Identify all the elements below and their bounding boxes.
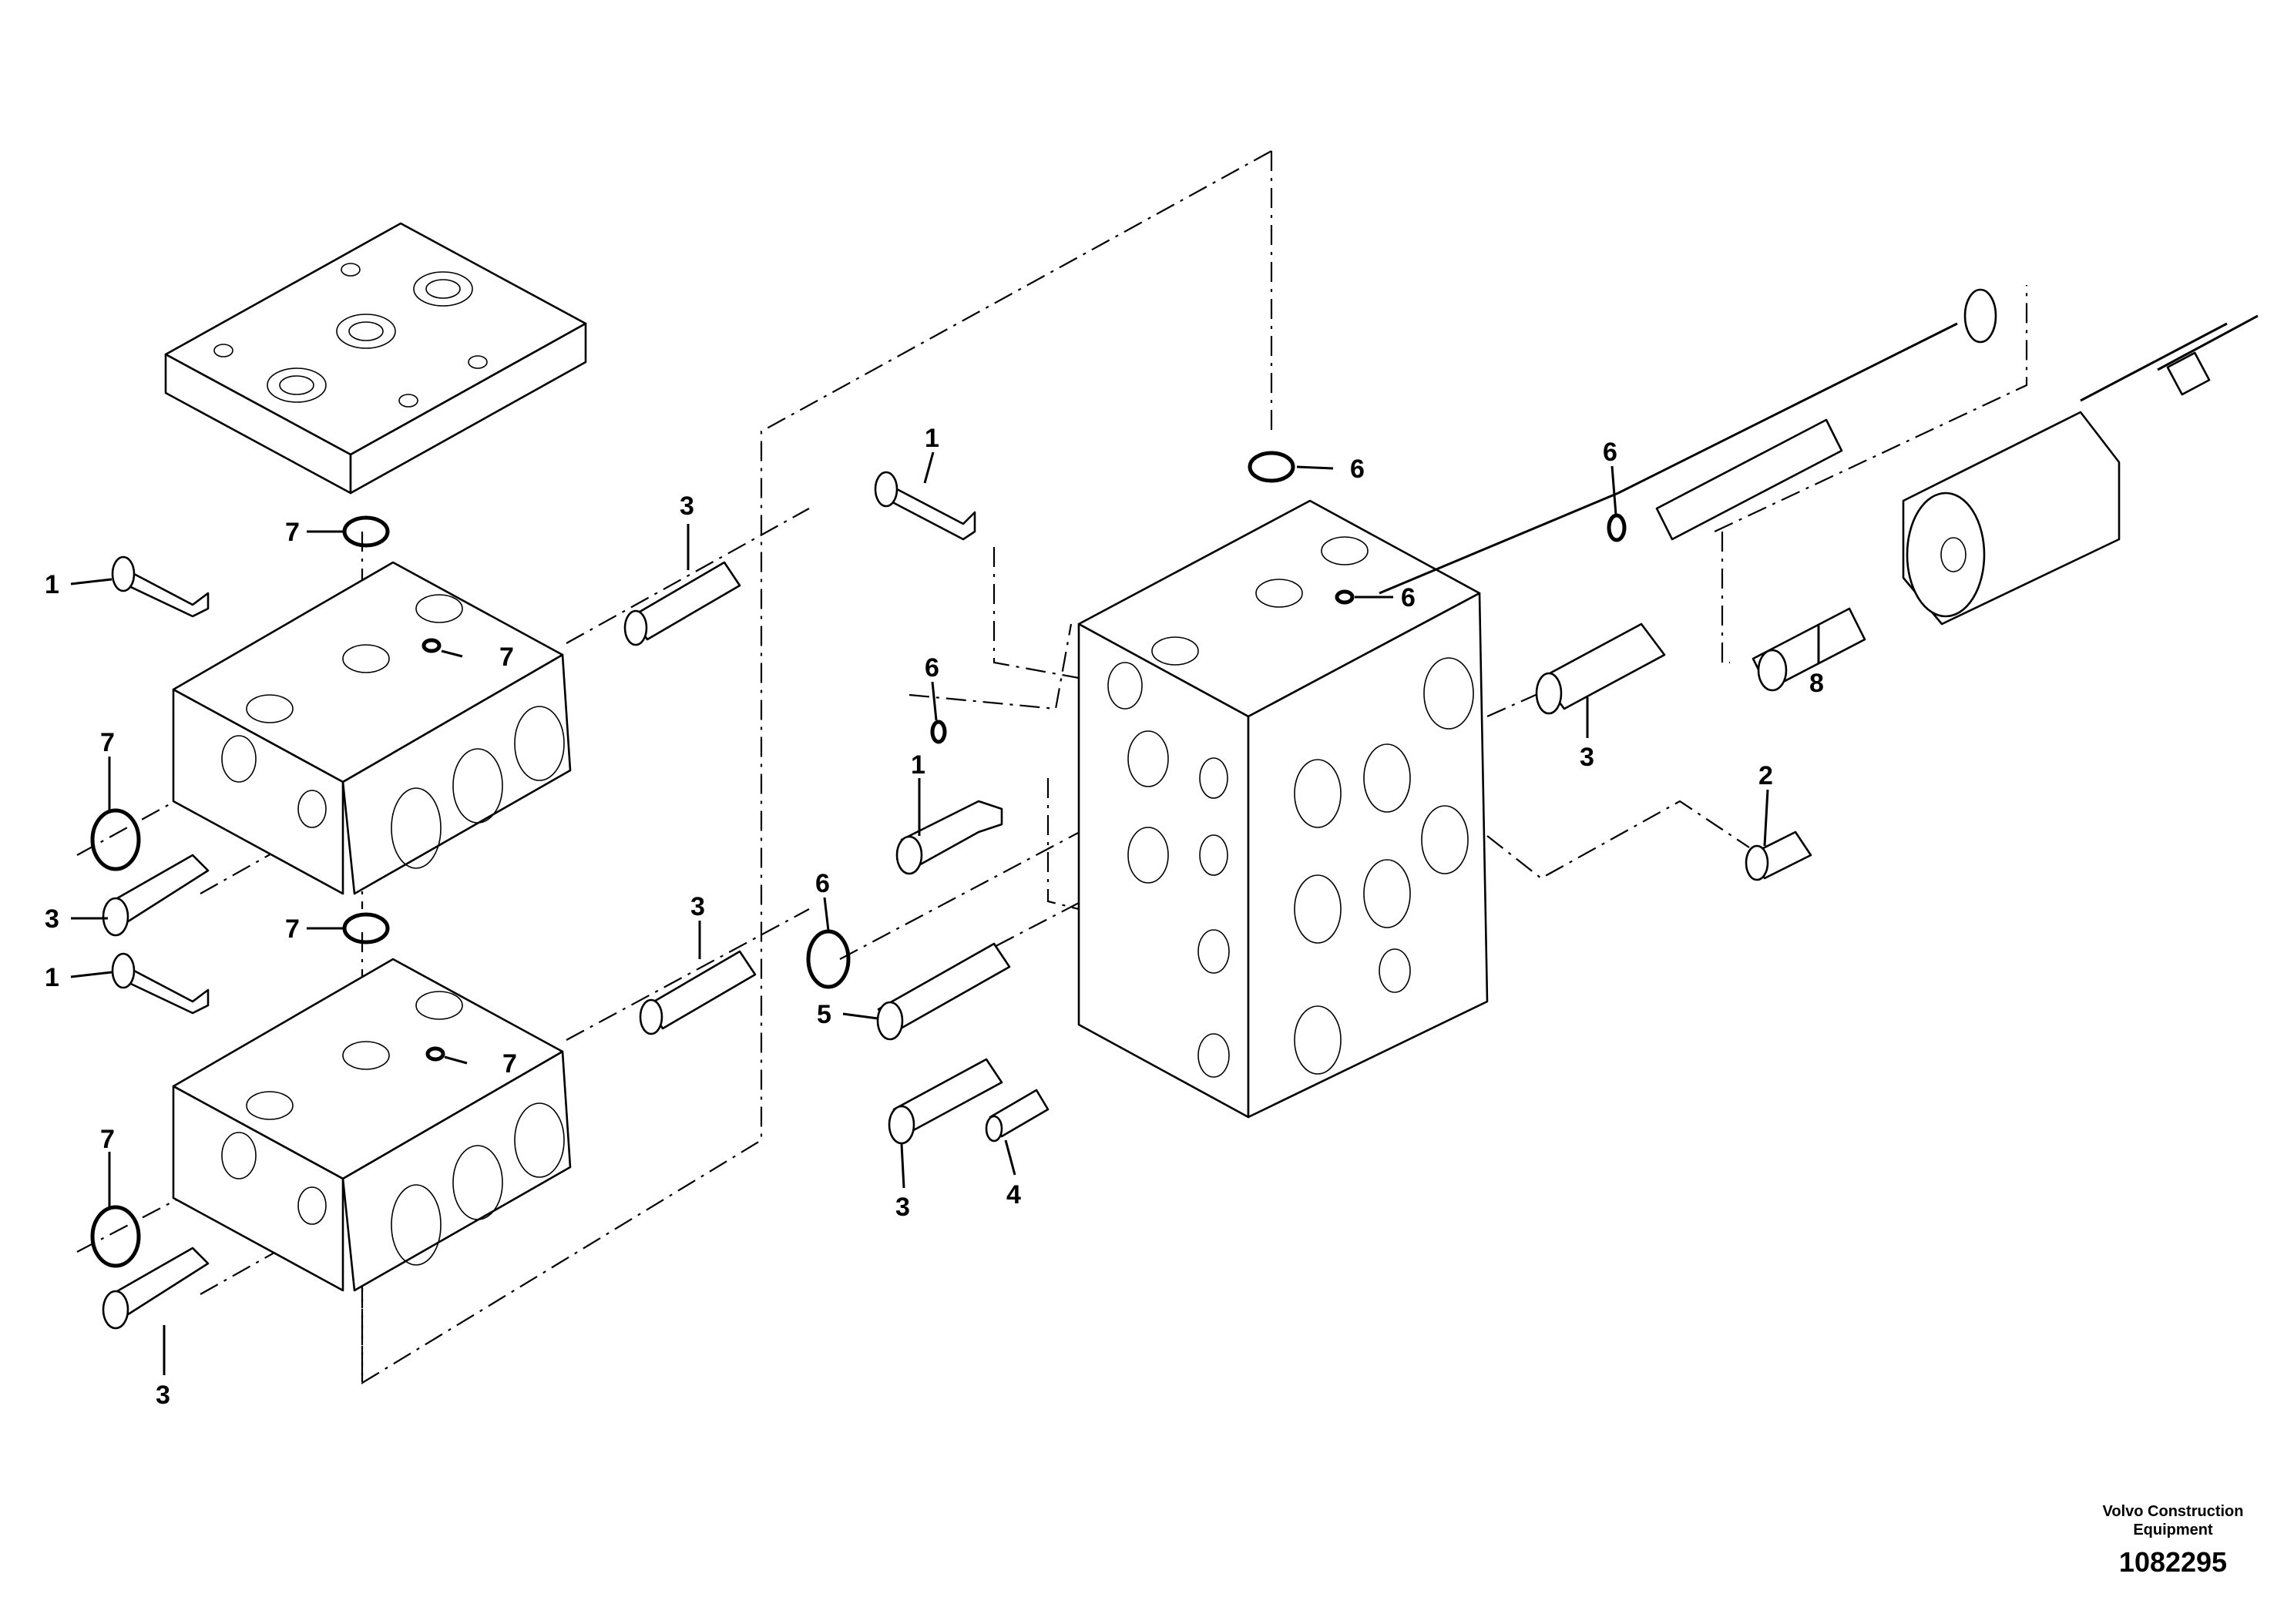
solenoid-assembly	[1379, 288, 2259, 692]
callout-6: 6	[1401, 583, 1416, 612]
callout-6: 6	[815, 869, 830, 898]
callout-1: 1	[925, 424, 939, 453]
callout-1: 1	[45, 570, 59, 599]
callout-3: 3	[45, 904, 59, 934]
callout-8: 8	[1809, 669, 1824, 698]
callout-5: 5	[817, 1000, 831, 1029]
document-number: 1082295	[2119, 1546, 2227, 1578]
lower-section-block	[172, 958, 572, 1292]
cover-plate	[164, 222, 587, 495]
callout-2: 2	[1758, 761, 1773, 790]
upper-section-block	[172, 561, 572, 895]
callout-1: 1	[911, 750, 925, 780]
leader-lines	[70, 451, 1820, 1375]
callout-7: 7	[502, 1049, 517, 1079]
callout-6: 6	[1350, 455, 1365, 484]
callout-3: 3	[1580, 743, 1594, 772]
callout-7: 7	[100, 728, 115, 757]
callout-7: 7	[285, 518, 300, 547]
main-valve-block	[1077, 499, 1489, 1119]
callout-3: 3	[680, 492, 694, 521]
small-parts	[102, 471, 1812, 1330]
credit-line-2: Equipment	[2133, 1522, 2213, 1538]
callout-7: 7	[285, 914, 300, 944]
callout-numbers: 7 1 3 7 7 3 7 1 3 7 7 3 1 6 6 6 1 6 5 3 …	[45, 424, 1824, 1410]
callout-4: 4	[1006, 1180, 1021, 1210]
callout-7: 7	[100, 1125, 115, 1154]
credit-line-1: Volvo Construction	[2103, 1503, 2244, 1520]
callout-6: 6	[1603, 438, 1617, 467]
callout-3: 3	[156, 1381, 170, 1410]
footer-credit: Volvo Construction Equipment 1082295	[2103, 1503, 2244, 1578]
callout-7: 7	[499, 643, 514, 672]
callout-3: 3	[895, 1193, 910, 1222]
callout-3: 3	[690, 892, 705, 921]
callout-1: 1	[45, 963, 59, 992]
callout-6: 6	[925, 653, 939, 683]
